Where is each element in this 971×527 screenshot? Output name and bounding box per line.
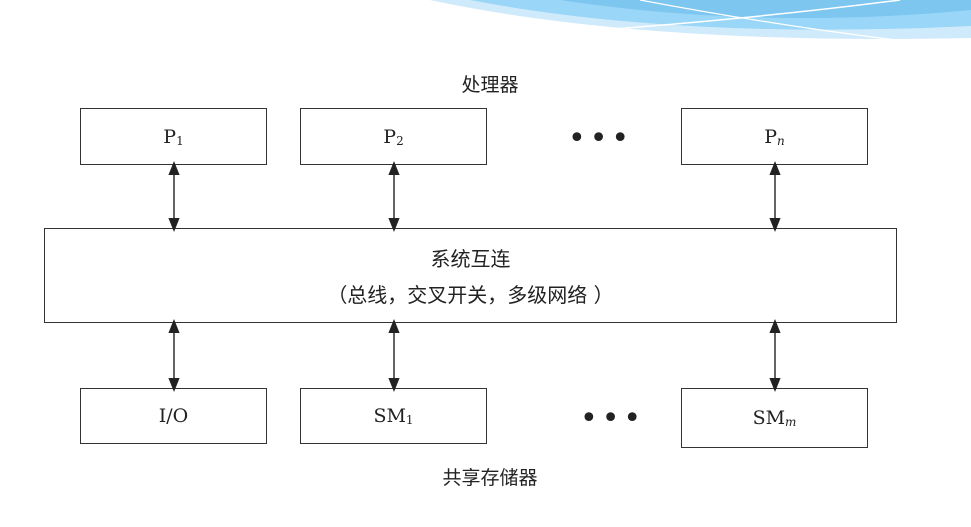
node-index: 1 (405, 413, 414, 427)
node-name: SM (373, 405, 406, 427)
processor-name: P (383, 125, 397, 148)
memory-ellipsis: ••• (580, 401, 646, 436)
processor-name: P (764, 125, 778, 148)
interconnect-title: 系统互连 (430, 247, 511, 271)
node-index: m (785, 415, 797, 429)
shared-memory-group-label: 共享存储器 (442, 467, 538, 489)
header-swoosh-decoration (430, 0, 971, 46)
processor-index: 2 (396, 133, 404, 148)
processor-name: P (163, 125, 177, 148)
processor-index: n (777, 133, 785, 148)
interconnect-subtitle: （总线，交叉开关，多级网络 ） (327, 283, 614, 307)
node-name: SM (752, 407, 786, 429)
processor-index: 1 (176, 133, 184, 148)
processor-group-label: 处理器 (461, 74, 519, 96)
processor-ellipsis: ••• (568, 121, 634, 156)
io-box: I/O (80, 388, 267, 444)
system-interconnect-box: 系统互连 （总线，交叉开关，多级网络 ） (44, 228, 897, 323)
node-name: I/O (158, 405, 189, 427)
